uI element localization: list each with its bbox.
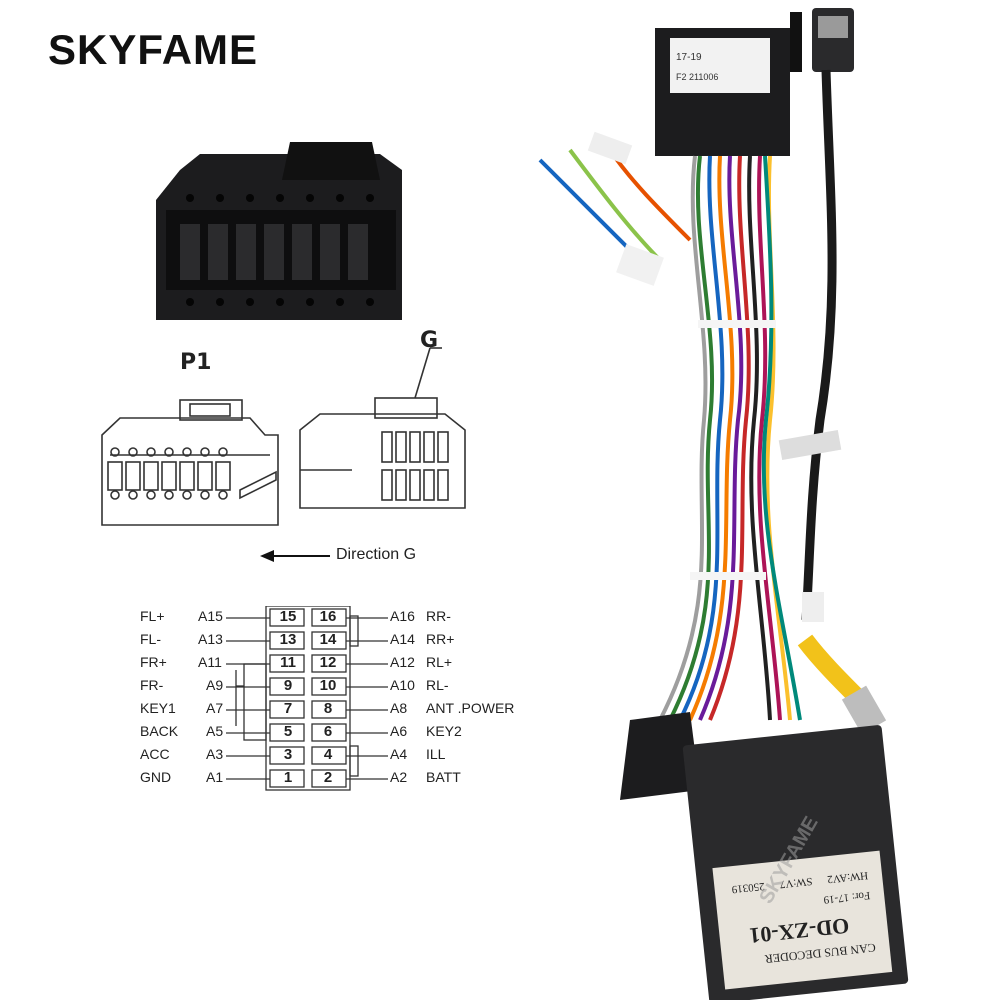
pin-left-code: A1 bbox=[206, 769, 224, 785]
pin-right-code: A2 bbox=[390, 769, 408, 785]
pin-right-code: A10 bbox=[390, 677, 415, 693]
connector-tag-line2: F2 211006 bbox=[676, 72, 718, 82]
pin-number-left: 13 bbox=[279, 631, 297, 648]
pin-number-left: 15 bbox=[279, 608, 297, 625]
pin-right-name: RR- bbox=[426, 608, 451, 624]
pin-left-name: ACC bbox=[140, 746, 170, 762]
pin-number-left: 11 bbox=[280, 654, 296, 671]
pin-row-lines bbox=[226, 700, 388, 719]
decoder-date: 250319 bbox=[731, 880, 766, 895]
pin-left-name: FR- bbox=[140, 677, 164, 693]
pin-right-name: KEY2 bbox=[426, 723, 462, 739]
pin-number-left: 1 bbox=[283, 769, 293, 786]
pin-right-code: A16 bbox=[390, 608, 415, 624]
pin-number-right: 16 bbox=[319, 608, 337, 625]
pin-left-code: A9 bbox=[206, 677, 224, 693]
decoder-hw: HW:AV2 bbox=[827, 869, 869, 885]
pin-left-name: GND bbox=[140, 769, 172, 785]
pin-number-left: 3 bbox=[283, 746, 293, 763]
pin-row-lines bbox=[226, 654, 388, 673]
pin-left-name: BACK bbox=[140, 723, 179, 739]
pin-number-right: 2 bbox=[323, 769, 333, 786]
pin-right-name: RR+ bbox=[426, 631, 455, 647]
harness-photo: 17-19 F2 211006 CAN BUS DECODER OD-ZX-01 bbox=[538, 8, 909, 1000]
pin-right-code: A14 bbox=[390, 631, 415, 647]
decoder-sw: SW:V7 bbox=[779, 875, 813, 890]
pin-left-code: A13 bbox=[198, 631, 223, 647]
connector-photo bbox=[156, 142, 402, 320]
pin-right-code: A4 bbox=[390, 746, 408, 762]
pin-left-name: FL- bbox=[140, 631, 161, 647]
direction-label: Direction G bbox=[336, 546, 417, 563]
pin-row-lines bbox=[226, 769, 388, 788]
pin-left-name: KEY1 bbox=[140, 700, 176, 716]
pin-number-right: 6 bbox=[323, 723, 333, 740]
pin-right-code: A6 bbox=[390, 723, 408, 739]
pin-row-lines bbox=[226, 677, 388, 696]
pin-number-left: 9 bbox=[283, 677, 293, 694]
pin-left-code: A15 bbox=[198, 608, 223, 624]
pin-left-code: A5 bbox=[206, 723, 224, 739]
pin-number-right: 8 bbox=[323, 700, 333, 717]
pin-right-name: ILL bbox=[426, 746, 446, 762]
pin-row-lines bbox=[226, 746, 388, 765]
pin-number-right: 10 bbox=[319, 677, 337, 694]
pin-right-code: A12 bbox=[390, 654, 415, 670]
pin-right-name: RL- bbox=[426, 677, 449, 693]
direction-arrow-icon bbox=[260, 550, 330, 562]
pin-left-name: FL+ bbox=[140, 608, 165, 624]
pin-number-right: 14 bbox=[319, 631, 337, 648]
g-label: G bbox=[420, 328, 439, 353]
pin-row-lines bbox=[226, 631, 388, 650]
pin-right-code: A8 bbox=[390, 700, 408, 716]
pin-left-code: A11 bbox=[198, 654, 222, 670]
pin-right-name: RL+ bbox=[426, 654, 453, 670]
connector-tag-line1: 17-19 bbox=[676, 52, 702, 63]
pin-row-lines bbox=[226, 608, 388, 627]
pin-number-right: 4 bbox=[323, 746, 333, 763]
pin-number-right: 12 bbox=[319, 654, 337, 671]
pin-left-code: A7 bbox=[206, 700, 224, 716]
pin-number-left: 7 bbox=[283, 700, 293, 717]
pin-left-code: A3 bbox=[206, 746, 224, 762]
connector-line-drawings bbox=[101, 347, 466, 526]
pin-number-left: 5 bbox=[283, 723, 293, 740]
pin-left-name: FR+ bbox=[140, 654, 167, 670]
pin-right-name: BATT bbox=[426, 769, 461, 785]
decoder-for: For: 17-19 bbox=[822, 889, 870, 906]
pin-right-name: ANT .POWER bbox=[426, 700, 515, 716]
brand-logo: SKYFAME bbox=[48, 26, 259, 73]
pin-row-lines bbox=[226, 723, 388, 742]
p1-label: P1 bbox=[180, 350, 212, 375]
